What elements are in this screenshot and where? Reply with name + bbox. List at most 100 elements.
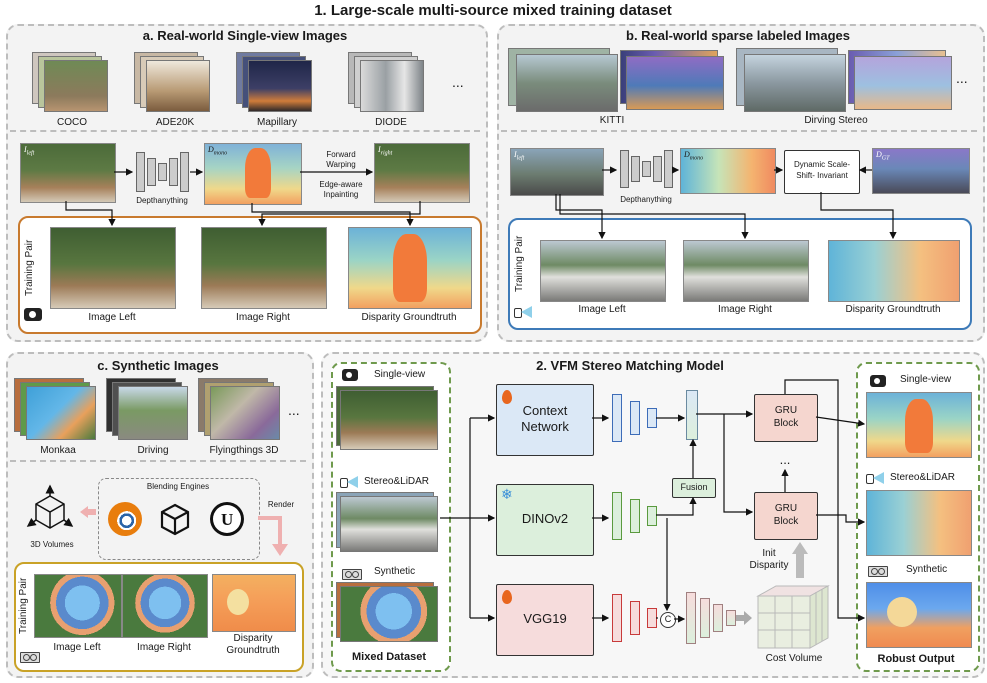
fire-icon bbox=[502, 590, 512, 604]
b-disparity-gt bbox=[828, 240, 960, 302]
b-disparity-gt-label: Disparity Groundtruth bbox=[845, 304, 941, 315]
monkaa-stack bbox=[14, 378, 104, 444]
b-image-right bbox=[683, 240, 809, 302]
c-disparity-gt-label: Disparity Groundtruth bbox=[226, 633, 280, 656]
blender-icon bbox=[108, 502, 142, 536]
fusion-box: Fusion bbox=[672, 478, 716, 498]
model-title: 2. VFM Stereo Matching Model bbox=[536, 358, 724, 373]
c-image-right-label: Image Right bbox=[137, 642, 191, 653]
gru-block-top: GRU Block bbox=[754, 394, 818, 442]
b-image-left-label: Image Left bbox=[578, 304, 626, 315]
more-datasets-c: ... bbox=[288, 402, 300, 418]
dataset-kitti: KITTI bbox=[599, 115, 625, 126]
fire-icon bbox=[502, 390, 512, 404]
input-synthetic-label: Synthetic bbox=[374, 566, 416, 577]
output-single-view-label: Single-view bbox=[900, 374, 952, 385]
init-disparity-label: Init Disparity bbox=[749, 548, 789, 571]
output-single-view bbox=[866, 392, 972, 458]
dataset-driving: Driving bbox=[137, 445, 169, 456]
b-dynamic-box: Dynamic Scale- Shift- Invariant bbox=[784, 150, 860, 194]
panel-a-title: a. Real-world Single-view Images bbox=[142, 28, 348, 43]
divider-b bbox=[501, 130, 977, 132]
input-stereo-lidar-label: Stereo&LiDAR bbox=[364, 476, 430, 487]
dataset-mapillary: Mapillary bbox=[256, 117, 298, 128]
snowflake-icon: ❄ bbox=[501, 487, 513, 503]
dinov2-label: DINOv2 bbox=[521, 511, 569, 526]
b-image-right-label: Image Right bbox=[718, 304, 772, 315]
unity-icon-shape bbox=[160, 503, 190, 536]
output-synthetic-label: Synthetic bbox=[906, 564, 948, 575]
gpu-icon bbox=[342, 569, 362, 580]
vgg19-label: VGG19 bbox=[523, 611, 567, 626]
driving-stack bbox=[106, 378, 196, 444]
dataset-coco: COCO bbox=[57, 117, 87, 128]
unreal-icon: U bbox=[210, 502, 244, 536]
a-disparity-gt-label: Disparity Groundtruth bbox=[361, 312, 457, 323]
a-arrows bbox=[65, 168, 421, 227]
context-network-box: Context Network bbox=[496, 384, 594, 456]
c-render-label: Render bbox=[267, 500, 295, 509]
a-image-right bbox=[201, 227, 327, 309]
camera-icon bbox=[24, 308, 42, 321]
a-right-output: Iright bbox=[374, 143, 470, 203]
b-arrows bbox=[555, 166, 897, 240]
c-arrows bbox=[80, 506, 288, 556]
cube-icon-lines bbox=[26, 484, 74, 529]
divider-c bbox=[10, 460, 306, 462]
dataset-ade20k: ADE20K bbox=[155, 117, 195, 128]
cost-volume-drawing bbox=[756, 585, 830, 649]
model-arrows bbox=[440, 379, 866, 623]
c-disparity-gt bbox=[212, 574, 296, 632]
dinov2-box: ❄ DINOv2 bbox=[496, 484, 594, 556]
a-disparity-gt bbox=[348, 227, 472, 309]
driving-stereo-stack bbox=[736, 48, 956, 116]
a-image-right-label: Image Right bbox=[236, 312, 290, 323]
fusion-label: Fusion bbox=[680, 482, 708, 492]
c-image-right bbox=[122, 574, 208, 638]
b-image-left bbox=[540, 240, 666, 302]
kitti-stack bbox=[508, 48, 728, 116]
coco-stack bbox=[32, 52, 110, 116]
camera-icon bbox=[342, 369, 358, 381]
divider-a bbox=[10, 130, 480, 132]
output-stereo bbox=[866, 490, 972, 556]
c-3d-volumes-label: 3D Volumes bbox=[30, 540, 74, 549]
input-synthetic-stack bbox=[336, 582, 440, 646]
a-depthanything-label: Depthanything bbox=[136, 196, 188, 205]
a-mono-depth: Dmono bbox=[204, 143, 302, 205]
flyingthings-stack bbox=[198, 378, 288, 444]
gru-block-bottom-label: GRU Block bbox=[773, 503, 799, 527]
a-left-input: Ileft bbox=[20, 143, 116, 203]
input-single-view-stack bbox=[336, 386, 440, 454]
gru-block-top-label: GRU Block bbox=[773, 405, 799, 429]
a-edge-inpainting: Edge-aware Inpainting bbox=[319, 180, 363, 199]
gru-dots: ... bbox=[779, 452, 791, 467]
input-stereo-stack bbox=[336, 492, 440, 556]
lidar-icon bbox=[866, 472, 884, 484]
input-single-view-label: Single-view bbox=[374, 369, 426, 380]
diode-stack bbox=[348, 52, 426, 116]
more-datasets-a: ... bbox=[452, 74, 464, 90]
c-blending-label: Blending Engines bbox=[146, 482, 210, 491]
gpu-icon bbox=[868, 566, 888, 577]
panel-c-title: c. Synthetic Images bbox=[97, 358, 219, 373]
b-mono-depth: Dmono bbox=[680, 148, 776, 194]
robust-output-label: Robust Output bbox=[877, 653, 955, 665]
c-image-left bbox=[34, 574, 122, 638]
output-stereo-lidar-label: Stereo&LiDAR bbox=[890, 472, 956, 483]
b-left-input: Ileft bbox=[510, 148, 604, 196]
more-datasets-b: ... bbox=[956, 70, 968, 86]
context-network-label: Context Network bbox=[521, 403, 569, 434]
concat-node: C bbox=[660, 612, 676, 628]
cost-volume-label: Cost Volume bbox=[765, 653, 823, 664]
mixed-dataset-label: Mixed Dataset bbox=[352, 651, 426, 663]
camera-icon bbox=[870, 375, 886, 387]
a-forward-warping: Forward Warping bbox=[326, 150, 356, 169]
dataset-monkaa: Monkaa bbox=[40, 445, 76, 456]
mapillary-stack bbox=[236, 52, 314, 116]
panel-b-title: b. Real-world sparse labeled Images bbox=[626, 28, 850, 43]
a-image-left-label: Image Left bbox=[88, 312, 136, 323]
model-gray-arrows bbox=[736, 542, 808, 625]
c-image-left-label: Image Left bbox=[53, 642, 101, 653]
gru-block-bottom: GRU Block bbox=[754, 492, 818, 540]
